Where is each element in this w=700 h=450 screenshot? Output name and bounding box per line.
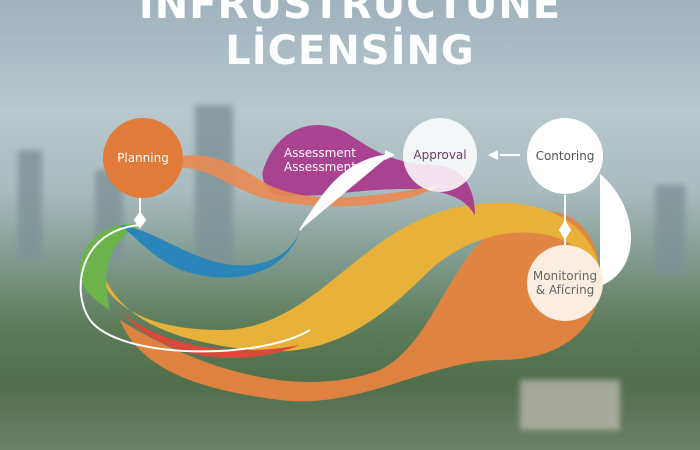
background-building	[655, 185, 685, 275]
node-approval: Approval	[403, 118, 477, 192]
monitoring-label: Monitoring& Afícring	[533, 269, 597, 297]
node-monitoring: Monitoring& Afícring	[527, 245, 603, 321]
white-connector	[133, 154, 631, 286]
red-swoosh	[120, 310, 300, 359]
assessment-label-2: Assessment	[284, 160, 356, 174]
contoring-label: Contoring	[535, 149, 595, 163]
monitoring-label-1: Monitoring	[532, 269, 598, 283]
white-loop	[79, 224, 311, 353]
background-building	[18, 150, 42, 260]
planning-label: Planning	[117, 151, 169, 165]
title-line-1: INFRUSTRUCTUNE	[138, 0, 562, 28]
yellow-swoosh	[95, 202, 600, 352]
green-swoosh	[80, 224, 140, 310]
orange-swoosh-large	[120, 211, 600, 402]
approval-label: Approval	[413, 148, 467, 162]
assessment-label: Assessment Assessment	[280, 146, 360, 174]
assessment-label-1: Assessment	[284, 146, 356, 160]
node-planning: Planning	[103, 118, 183, 198]
blue-swoosh	[120, 225, 300, 278]
node-contoring: Contoring	[527, 118, 603, 194]
title-line-2: LİCENSİNG	[225, 28, 475, 74]
monitoring-label-2: & Afícring	[535, 283, 595, 297]
background-building	[520, 380, 620, 430]
background-building	[195, 105, 233, 265]
orange-ribbon	[175, 155, 440, 207]
